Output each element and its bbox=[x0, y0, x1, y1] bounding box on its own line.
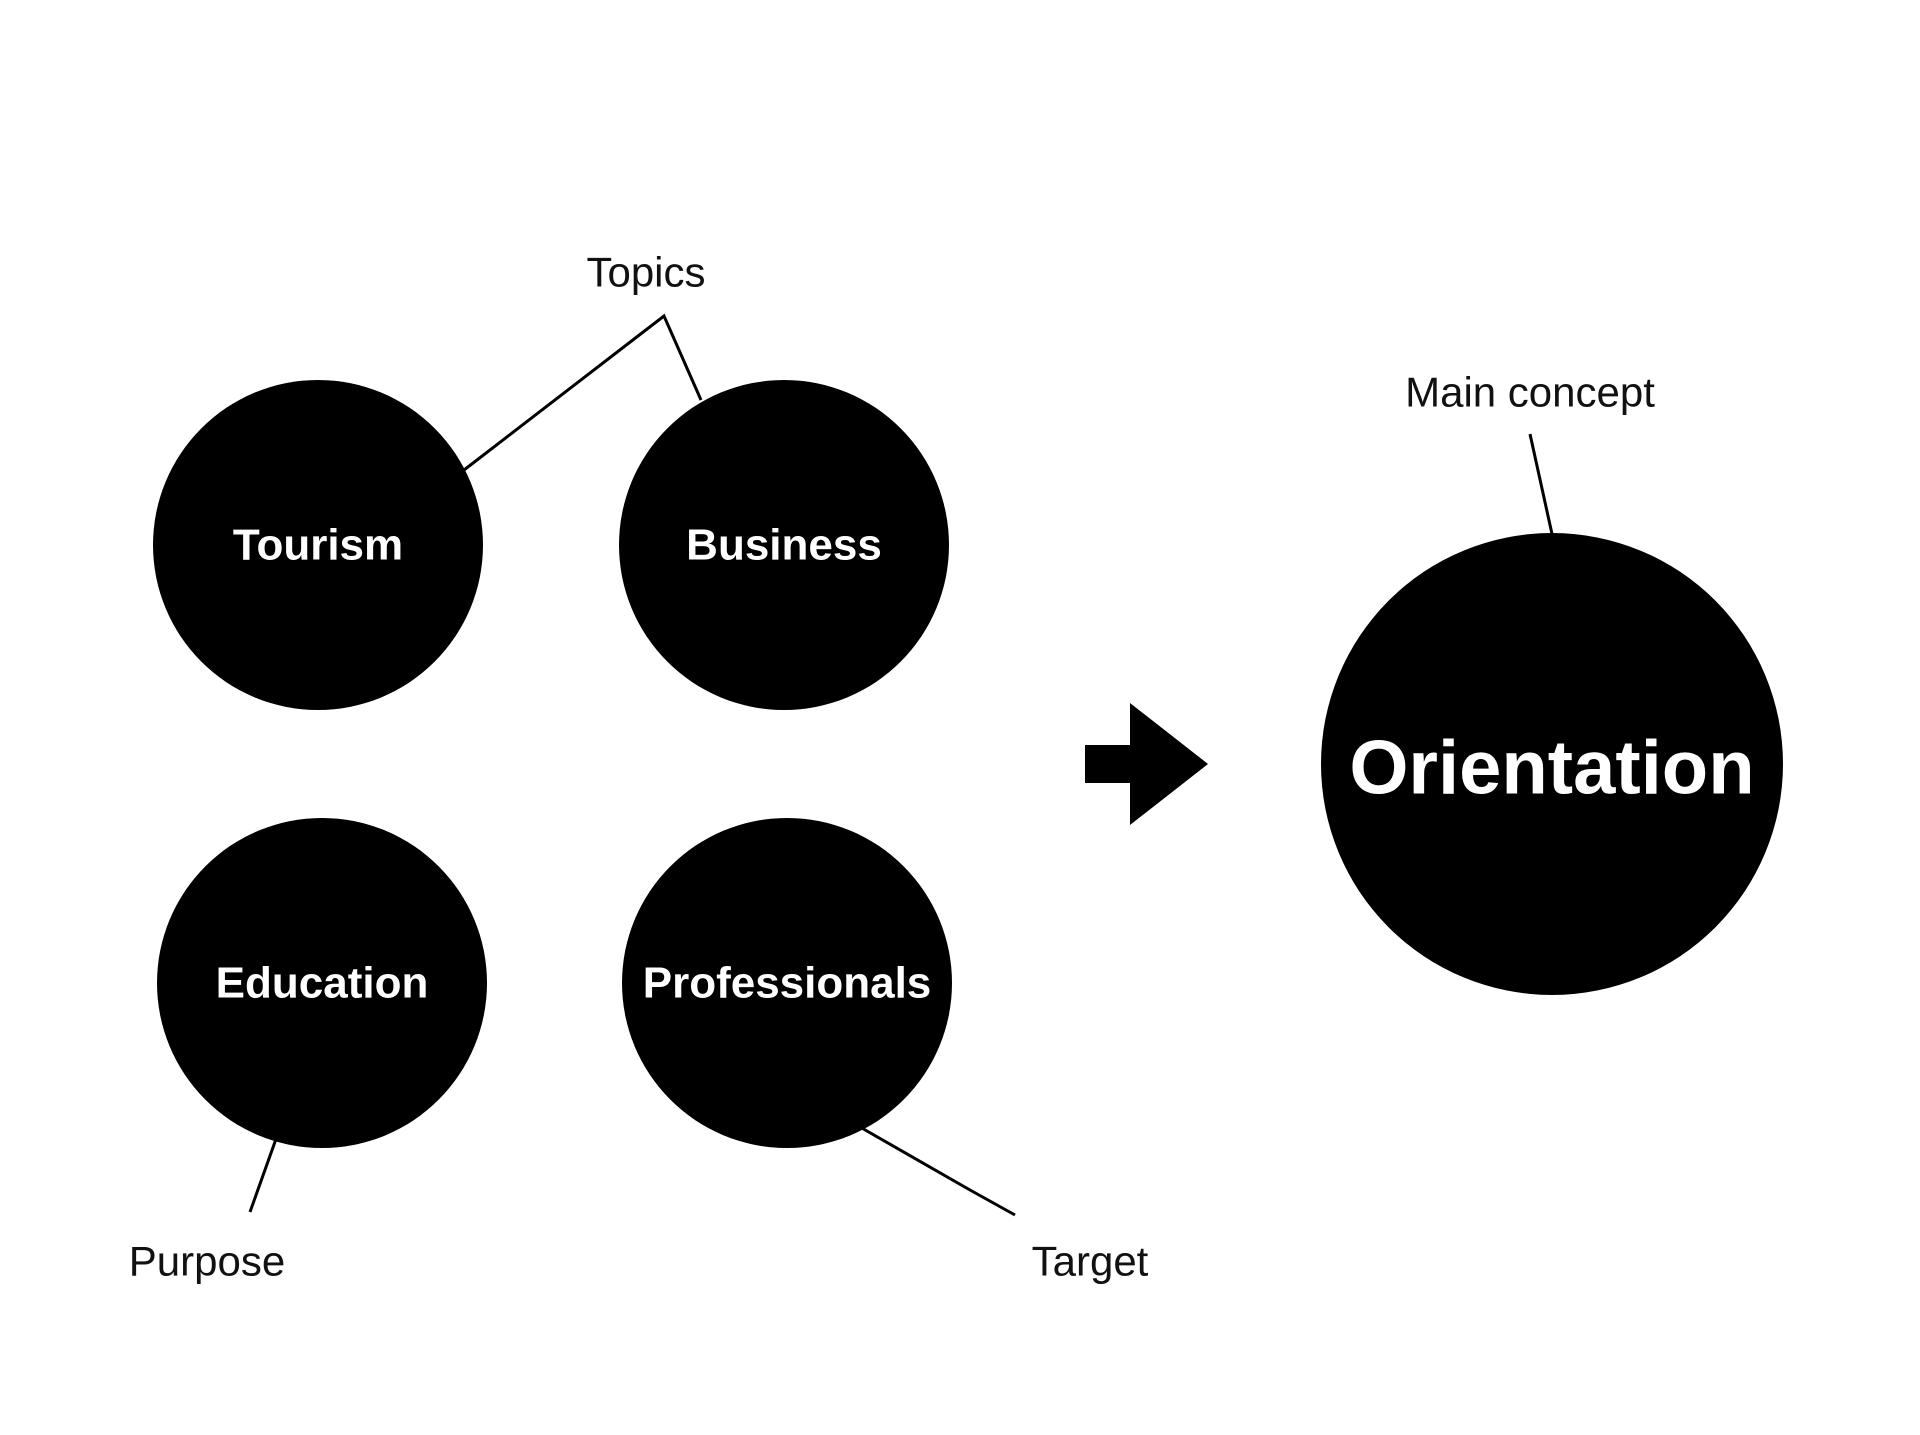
node-business-circle bbox=[619, 380, 949, 710]
node-business-label: Business bbox=[686, 521, 882, 570]
node-professionals-circle bbox=[622, 818, 952, 1148]
node-orientation-label: Orientation bbox=[1349, 726, 1754, 811]
node-professionals: Professionals bbox=[622, 818, 952, 1148]
node-professionals-label: Professionals bbox=[643, 959, 932, 1008]
connector-lines bbox=[248, 313, 1554, 1217]
node-tourism-circle bbox=[153, 380, 483, 710]
node-orientation-circle bbox=[1321, 533, 1783, 995]
node-business: Business bbox=[619, 380, 949, 710]
node-tourism: Tourism bbox=[153, 380, 483, 710]
node-tourism-label: Tourism bbox=[233, 521, 403, 570]
node-education-label: Education bbox=[216, 959, 429, 1008]
purpose-connector bbox=[248, 1138, 278, 1213]
annotation-target: Target bbox=[1032, 1238, 1149, 1285]
node-education-circle bbox=[157, 818, 487, 1148]
annotation-main-concept: Main concept bbox=[1405, 369, 1655, 416]
target-connector bbox=[859, 1125, 1016, 1217]
right-arrow-icon bbox=[1085, 703, 1208, 825]
annotation-purpose: Purpose bbox=[129, 1238, 285, 1285]
topics-connector bbox=[463, 313, 703, 472]
annotation-topics: Topics bbox=[586, 249, 705, 296]
main-concept-connector bbox=[1528, 433, 1554, 535]
node-orientation: Orientation bbox=[1321, 533, 1783, 995]
node-education: Education bbox=[157, 818, 487, 1148]
